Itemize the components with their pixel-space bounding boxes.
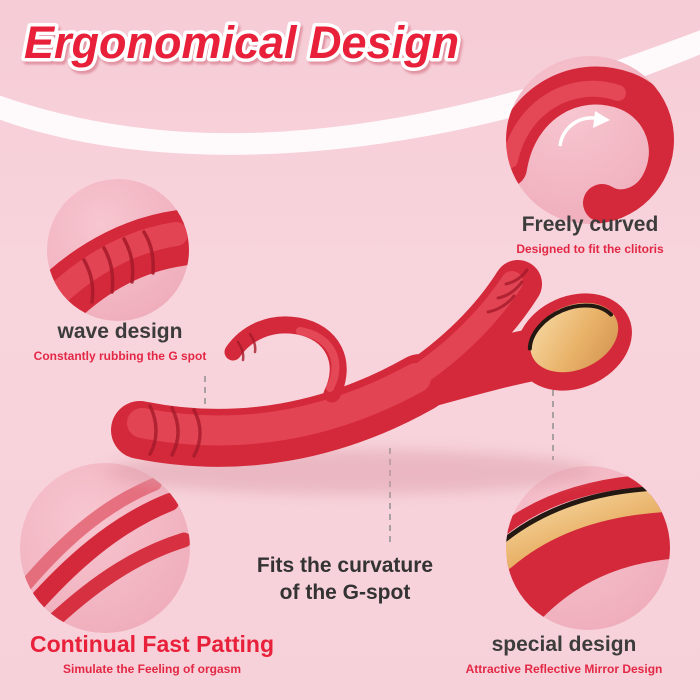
- bend-arrow-icon: [558, 116, 596, 147]
- freely-curved-label: Freely curved: [521, 213, 659, 236]
- mirror-gold-band: [506, 488, 670, 570]
- callout-label-wave: wave design Constantly rubbing the G spo…: [18, 320, 222, 364]
- wave-design-label: wave design: [57, 320, 183, 343]
- fast-patting-label: Continual Fast Patting: [29, 631, 275, 657]
- special-design-sublabel: Attractive Reflective Mirror Design: [465, 662, 663, 677]
- arm-ribs: [236, 332, 257, 362]
- wave-design-sublabel: Constantly rubbing the G spot: [33, 349, 207, 364]
- center-caption: Fits the curvature of the G-spot: [233, 552, 457, 607]
- callout-label-fast-patting: Continual Fast Patting Simulate the Feel…: [6, 631, 298, 677]
- patting-arm-shape: [20, 493, 179, 621]
- callout-circle-freely-curved: [506, 56, 674, 224]
- special-design-label: special design: [491, 633, 637, 656]
- wave-ribs-detail: [82, 230, 155, 304]
- product-illustration: [105, 260, 632, 494]
- callout-circle-wave: [47, 179, 189, 321]
- center-caption-line1: Fits the curvature: [256, 554, 434, 577]
- callout-label-freely-curved: Freely curved Designed to fit the clitor…: [468, 213, 700, 257]
- page-title: Ergonomical Design: [24, 17, 459, 68]
- fast-patting-sublabel: Simulate the Feeling of orgasm: [62, 662, 242, 677]
- callout-label-special-design: special design Attractive Reflective Mir…: [436, 633, 692, 677]
- mirror-seam-line: [506, 485, 665, 545]
- tip-ribs: [486, 268, 529, 314]
- mirror-inset: [530, 302, 619, 373]
- title-block: Ergonomical Design: [14, 4, 574, 87]
- mirror-seam: [527, 303, 614, 351]
- center-caption-line2: of the G-spot: [279, 581, 411, 605]
- freely-curved-sublabel: Designed to fit the clitoris: [516, 242, 664, 257]
- wave-ribs: [148, 404, 202, 458]
- mirror-body-shape: [506, 493, 670, 630]
- callout-circle-mirror: [506, 466, 670, 630]
- callout-circle-patting: [20, 463, 190, 633]
